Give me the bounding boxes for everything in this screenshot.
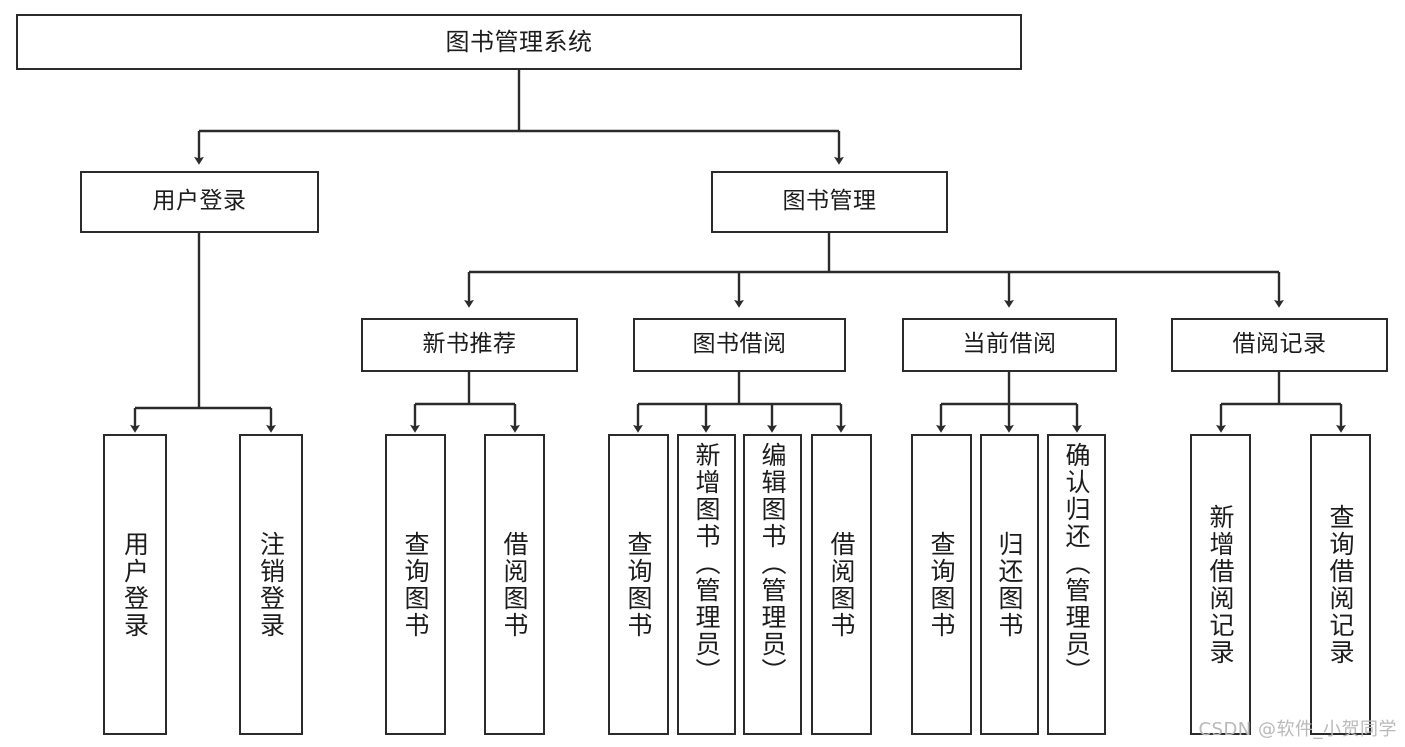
node-label: 借阅图书: [827, 530, 856, 639]
node-label: 编辑图书（管理员）: [758, 442, 787, 685]
leaf-borrow-book-1[interactable]: 借阅图书: [484, 434, 545, 735]
node-label: 新书推荐: [422, 331, 517, 358]
node-label: 当前借阅: [962, 331, 1057, 358]
leaf-logout[interactable]: 注销登录: [239, 434, 303, 735]
leaf-query-book-2[interactable]: 查询图书: [608, 434, 669, 735]
leaf-return-book[interactable]: 归还图书: [980, 434, 1039, 735]
leaf-query-book-3[interactable]: 查询图书: [911, 434, 972, 735]
node-book-borrow[interactable]: 图书借阅: [633, 318, 846, 372]
node-label: 新增图书（管理员）: [692, 442, 721, 685]
node-label: 确认归还（管理员）: [1062, 442, 1091, 685]
node-label: 查询图书: [624, 530, 653, 639]
node-label: 新增借阅记录: [1206, 503, 1235, 666]
node-label: 用户登录: [152, 188, 247, 215]
node-new-book-recommend[interactable]: 新书推荐: [361, 318, 578, 372]
watermark: CSDN @软件_小贺同学: [1198, 719, 1397, 740]
node-label: 查询图书: [401, 530, 430, 639]
leaf-confirm-return[interactable]: 确认归还（管理员）: [1047, 434, 1106, 735]
node-current-borrow[interactable]: 当前借阅: [902, 318, 1117, 372]
node-label: 图书管理系统: [445, 27, 593, 56]
node-label: 借阅记录: [1232, 331, 1327, 358]
leaf-add-record[interactable]: 新增借阅记录: [1190, 434, 1251, 735]
node-borrow-record[interactable]: 借阅记录: [1171, 318, 1388, 372]
leaf-user-login[interactable]: 用户登录: [103, 434, 167, 735]
node-label: 注销登录: [256, 530, 286, 639]
leaf-edit-book[interactable]: 编辑图书（管理员）: [743, 434, 802, 735]
node-label: 图书借阅: [692, 331, 787, 358]
node-user-login[interactable]: 用户登录: [80, 171, 319, 233]
node-label: 查询图书: [927, 530, 956, 639]
leaf-query-book-1[interactable]: 查询图书: [385, 434, 446, 735]
node-label: 图书管理: [782, 188, 877, 215]
leaf-borrow-book-2[interactable]: 借阅图书: [811, 434, 872, 735]
leaf-query-record[interactable]: 查询借阅记录: [1310, 434, 1371, 735]
node-label: 归还图书: [995, 530, 1024, 639]
node-label: 用户登录: [120, 530, 150, 639]
leaf-add-book[interactable]: 新增图书（管理员）: [677, 434, 736, 735]
node-label: 查询借阅记录: [1326, 503, 1355, 666]
node-label: 借阅图书: [500, 530, 529, 639]
node-root-system[interactable]: 图书管理系统: [16, 14, 1022, 70]
node-book-manage[interactable]: 图书管理: [711, 171, 948, 233]
